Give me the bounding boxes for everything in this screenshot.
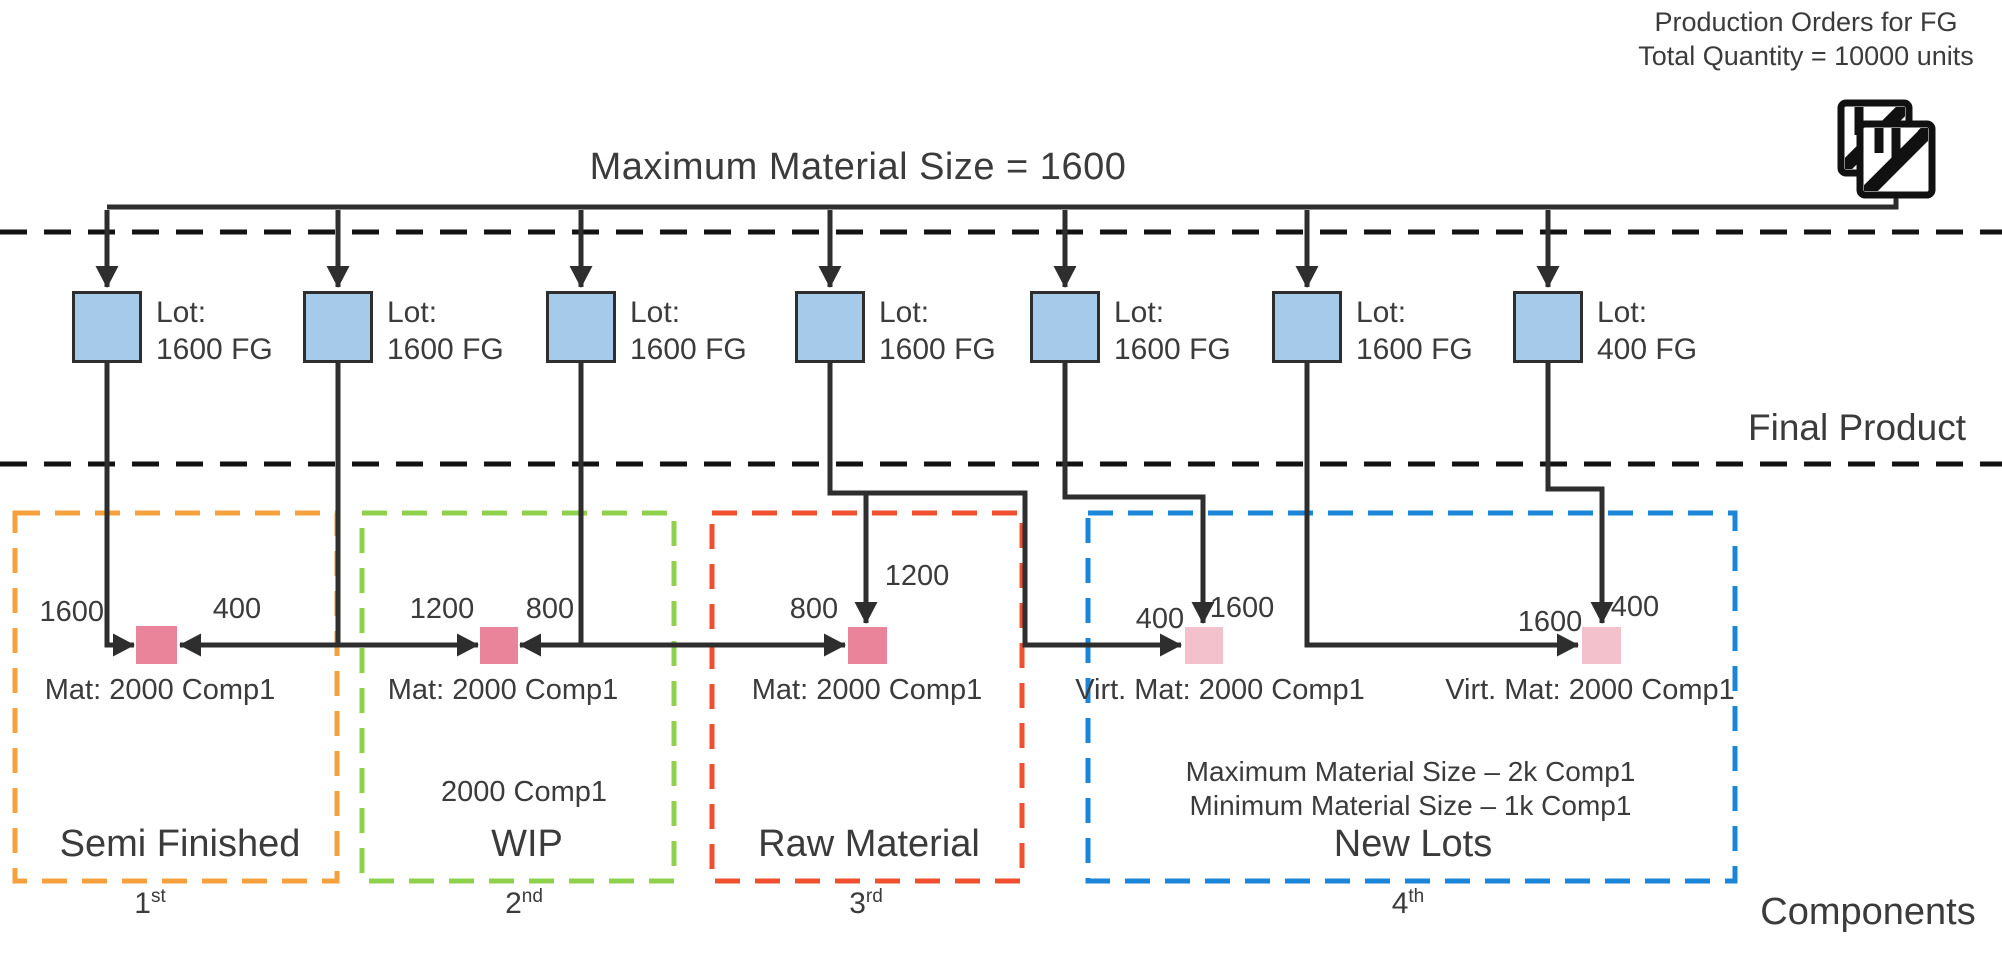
wip-label: WIP <box>491 823 563 865</box>
component-3-label: Mat: 2000 Comp1 <box>751 674 983 706</box>
flow-qty-lot4-rawmaterial: 1200 <box>884 560 950 592</box>
flow-lot5-to-virtual1 <box>1062 363 1215 625</box>
flow-lot6-to-virtual2 <box>1304 363 1580 657</box>
lot-box-7 <box>1513 291 1583 363</box>
component-2-label: Mat: 2000 Comp1 <box>387 674 619 706</box>
lot-6-label: Lot:1600 FG <box>1356 296 1473 366</box>
production-orders-caption: Production Orders for FG Total Quantity … <box>1630 5 1982 73</box>
lot-3-label: Lot:1600 FG <box>630 296 747 366</box>
component-5-label: Virt. Mat: 2000 Comp1 <box>1445 674 1735 706</box>
flow-lot4-to-virtual1 <box>827 363 1183 657</box>
stacked-lots-icon <box>1837 99 1936 199</box>
ordinal-1st: 1st <box>134 886 166 920</box>
lot-box-3 <box>546 291 616 363</box>
lot-5-label: Lot:1600 FG <box>1114 296 1231 366</box>
ordinal-3rd: 3rd <box>849 886 883 920</box>
lot-2-label: Lot:1600 FG <box>387 296 504 366</box>
component-square-virtual-2 <box>1582 627 1621 664</box>
flow-qty-lot1-semifinished: 1600 <box>39 596 104 628</box>
production-orders-line2: Total Quantity = 10000 units <box>1638 41 1974 71</box>
lot-box-4 <box>795 291 865 363</box>
ordinal-4th: 4th <box>1391 886 1425 920</box>
wip-group-box <box>359 510 677 884</box>
max-material-size-title: Maximum Material Size = 1600 <box>589 146 1127 188</box>
flow-qty-lot4-virtual1: 400 <box>1135 603 1185 635</box>
flow-qty-lot7-virtual2: 400 <box>1610 591 1660 623</box>
production-orders-line1: Production Orders for FG <box>1654 7 1958 37</box>
raw-material-label: Raw Material <box>758 823 980 865</box>
raw-material-group-box <box>709 510 1025 884</box>
lot-box-5 <box>1030 291 1100 363</box>
wip-note: 2000 Comp1 <box>440 776 608 808</box>
lot-box-1 <box>72 291 142 363</box>
final-product-band-label: Final Product <box>1748 407 1966 448</box>
lot-4-label: Lot:1600 FG <box>879 296 996 366</box>
lot-box-2 <box>303 291 373 363</box>
new-lots-note: Maximum Material Size – 2k Comp1 Minimum… <box>1138 755 1683 823</box>
flow-qty-lot5-virtual1: 1600 <box>1209 592 1275 624</box>
new-lots-note-line2: Minimum Material Size – 1k Comp1 <box>1189 790 1632 821</box>
components-band-label: Components <box>1760 891 1976 933</box>
lot-1-label: Lot:1600 FG <box>156 296 273 366</box>
ordinal-2nd: 2nd <box>505 886 543 920</box>
flow-lot1-to-semifinished <box>104 363 136 657</box>
semi-finished-label: Semi Finished <box>59 823 301 865</box>
new-lots-group-box <box>1085 510 1738 884</box>
component-1-label: Mat: 2000 Comp1 <box>44 674 276 706</box>
semi-finished-group-box <box>12 510 340 884</box>
flow-lot7-to-virtual2 <box>1545 363 1614 625</box>
lot-7-label: Lot:400 FG <box>1597 296 1698 366</box>
component-square-rawmaterial <box>848 627 887 664</box>
flow-qty-lot2-wip: 1200 <box>409 593 475 625</box>
flow-qty-lot2-semifinished: 400 <box>212 593 262 625</box>
component-square-semifinished <box>136 626 177 664</box>
flow-qty-lot3-wip: 800 <box>525 593 575 625</box>
component-4-label: Virt. Mat: 2000 Comp1 <box>1075 674 1365 706</box>
component-square-wip <box>480 627 518 664</box>
lot-box-6 <box>1272 291 1342 363</box>
main-distribution-line <box>107 195 1899 210</box>
component-square-virtual-1 <box>1185 627 1223 664</box>
band-separator-lines <box>0 229 2002 467</box>
new-lots-note-line1: Maximum Material Size – 2k Comp1 <box>1185 756 1636 787</box>
flow-qty-lot3-rawmaterial: 800 <box>789 593 839 625</box>
flow-qty-lot6-virtual2: 1600 <box>1517 606 1583 638</box>
new-lots-label: New Lots <box>1333 823 1493 865</box>
